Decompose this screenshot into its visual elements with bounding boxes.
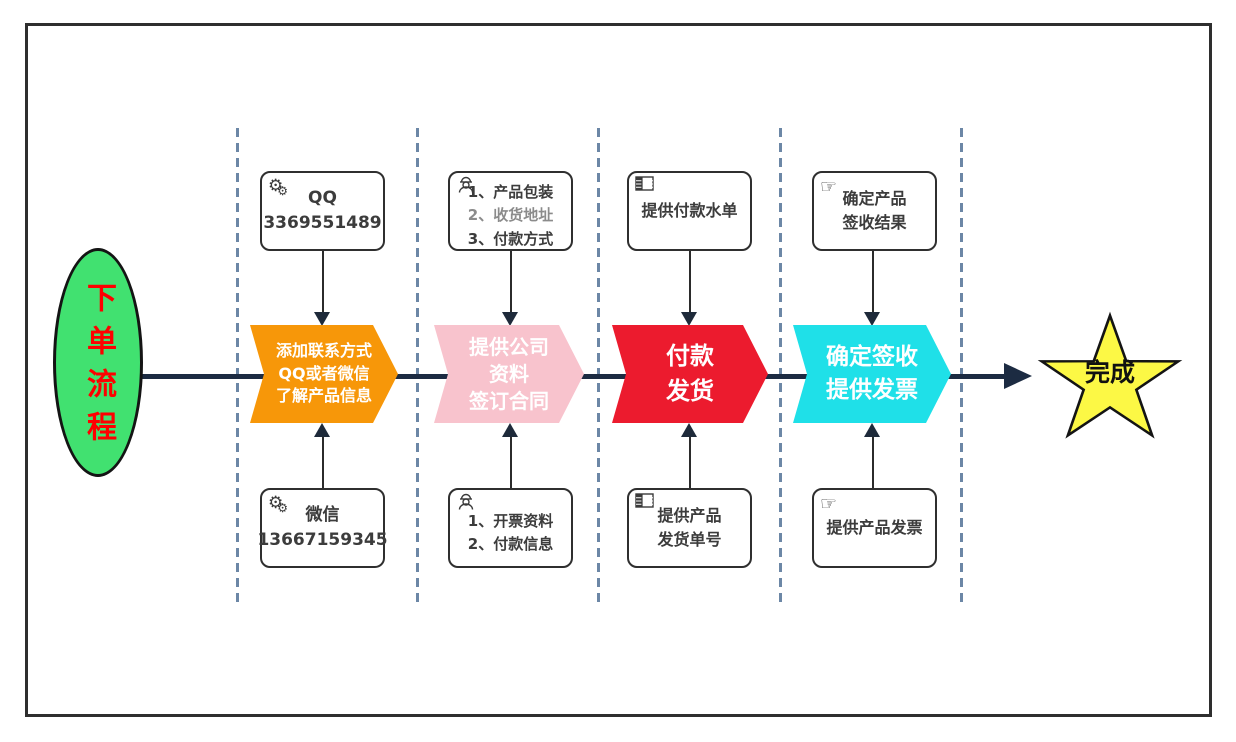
worker-icon — [456, 493, 476, 515]
chevron-line: 添加联系方式 — [275, 341, 372, 361]
gears-icon: ⚙⚙ — [268, 493, 289, 515]
box-line: 2、收货地址 — [467, 206, 554, 225]
gears-icon: ⚙⚙ — [268, 176, 289, 198]
box-line: 发货单号 — [657, 530, 722, 549]
box-line: 13667159345 — [257, 530, 388, 550]
pointing-hand-icon: ☞ — [820, 493, 838, 515]
connector-line — [689, 437, 691, 488]
chevron-line: 发货 — [666, 377, 714, 405]
finish-label: 完成 — [1084, 358, 1135, 387]
finish-star — [1028, 308, 1192, 450]
main-flow-arrowhead-icon — [1004, 363, 1032, 389]
arrow-up-icon — [502, 423, 518, 437]
info-box-product-invoice: ☞ 提供产品发票 — [812, 488, 937, 568]
box-line: 2、付款信息 — [467, 535, 554, 553]
start-node-label: 下单流程 — [81, 281, 116, 454]
step-chevron-contact: 添加联系方式 QQ或者微信 了解产品信息 — [250, 325, 398, 423]
box-line: QQ — [308, 188, 337, 209]
connector-line — [872, 251, 874, 313]
arrow-down-icon — [864, 312, 880, 326]
chevron-line: 确定签收 — [826, 343, 918, 370]
pointing-hand-icon: ☞ — [820, 176, 838, 198]
box-line: 1、开票资料 — [467, 511, 554, 530]
arrow-down-icon — [314, 312, 330, 326]
box-line: 3、付款方式 — [467, 229, 554, 248]
chevron-line: 签订合同 — [469, 388, 549, 413]
step-chevron-receipt: 确定签收 提供发票 — [793, 325, 951, 423]
arrow-up-icon — [314, 423, 330, 437]
start-node: 下单流程 — [53, 248, 143, 477]
lane-divider — [416, 128, 419, 606]
info-box-qq: ⚙⚙ QQ 3369551489 — [260, 171, 385, 251]
chevron-line: 提供公司 — [469, 334, 549, 359]
box-line: 确定产品 — [842, 189, 907, 208]
info-box-wechat: ⚙⚙ 微信 13667159345 — [257, 488, 388, 568]
box-line: 提供产品发票 — [826, 518, 923, 537]
arrow-down-icon — [502, 312, 518, 326]
chevron-line: 提供发票 — [826, 377, 918, 403]
arrow-down-icon — [681, 312, 697, 326]
connector-line — [689, 251, 691, 313]
step-chevron-payment: 付款 发货 — [612, 325, 768, 423]
lane-divider — [597, 128, 600, 606]
connector-line — [322, 251, 324, 313]
table-icon — [635, 493, 654, 512]
info-box-invoice-info: 1、开票资料 2、付款信息 — [448, 488, 573, 568]
info-box-shipping-number: 提供产品 发货单号 — [627, 488, 752, 568]
box-line: 3369551489 — [263, 213, 382, 233]
lane-divider — [236, 128, 239, 606]
worker-icon — [456, 176, 476, 198]
connector-line — [872, 437, 874, 488]
lane-divider — [960, 128, 963, 606]
connector-line — [322, 437, 324, 488]
box-line: 提供付款水单 — [641, 201, 738, 220]
chevron-line: 资料 — [489, 361, 529, 386]
lane-divider — [779, 128, 782, 606]
chevron-line: 付款 — [666, 342, 714, 371]
connector-line — [510, 251, 512, 313]
diagram-border — [25, 23, 1212, 717]
connector-line — [510, 437, 512, 488]
box-line: 签收结果 — [842, 213, 907, 232]
box-line: 微信 — [305, 505, 340, 526]
info-box-payment-slip: 提供付款水单 — [627, 171, 752, 251]
arrow-up-icon — [864, 423, 880, 437]
box-line: 1、产品包装 — [467, 183, 554, 202]
chevron-line: 了解产品信息 — [275, 386, 372, 406]
info-box-receipt-result: ☞ 确定产品 签收结果 — [812, 171, 937, 251]
chevron-line: QQ或者微信 — [278, 363, 370, 383]
box-line: 提供产品 — [657, 506, 722, 525]
info-box-order-details: 1、产品包装 2、收货地址 3、付款方式 — [448, 171, 573, 251]
arrow-up-icon — [681, 423, 697, 437]
step-chevron-contract: 提供公司 资料 签订合同 — [434, 325, 584, 423]
table-icon — [635, 176, 654, 195]
